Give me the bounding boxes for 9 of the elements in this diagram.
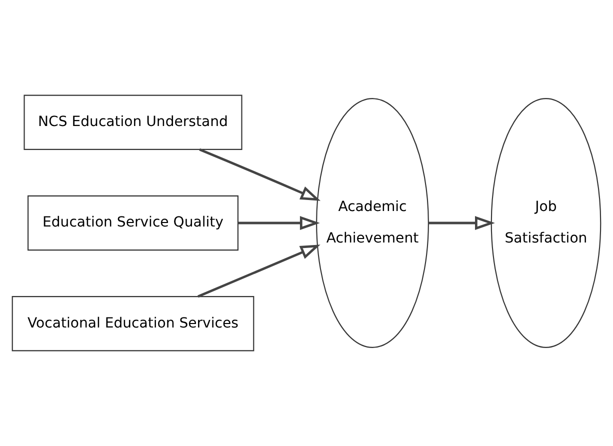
node-ellipse: Job Satisfaction — [490, 98, 602, 348]
arrow — [199, 148, 321, 201]
node-box: NCS Education Understand — [24, 94, 242, 150]
arrow — [238, 216, 320, 230]
node-ellipse: Academic Achievement — [316, 98, 429, 348]
arrow — [428, 216, 495, 230]
node-box: Vocational Education Services — [12, 296, 254, 352]
node-box: Education Service Quality — [28, 195, 238, 251]
arrow — [198, 244, 320, 298]
